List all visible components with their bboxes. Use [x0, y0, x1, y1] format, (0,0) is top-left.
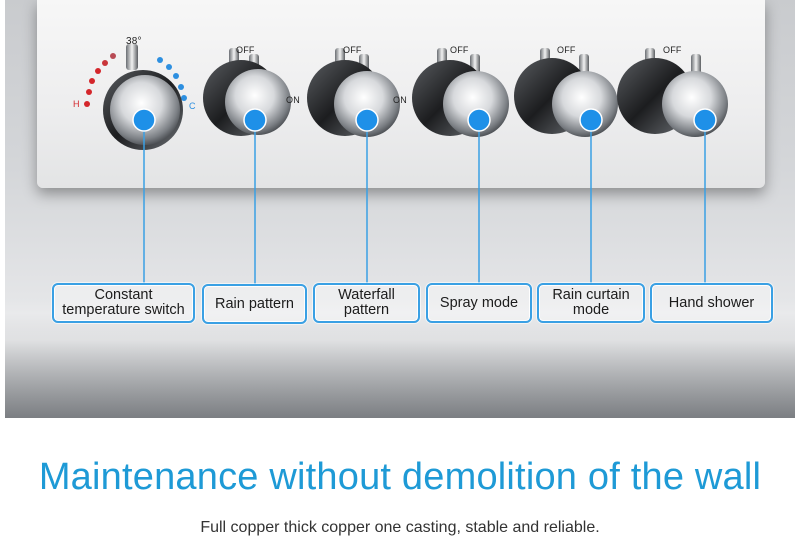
off-mark-2: OFF — [343, 45, 362, 55]
label-rain-pattern: Rain pattern — [202, 284, 307, 324]
temperature-mark: 38° — [126, 36, 142, 47]
off-mark-4: OFF — [557, 45, 576, 55]
label-rain-curtain-mode: Rain curtain mode — [537, 283, 645, 323]
on-mark-1: ON — [286, 95, 300, 105]
label-constant-temperature-switch: Constant temperature switch — [52, 283, 195, 323]
callout-dots — [132, 108, 717, 132]
product-photo: 38° H C OFF OFF OFF OFF OFF ON ON Consta… — [5, 0, 795, 418]
hot-mark: H — [73, 99, 80, 109]
label-hand-shower: Hand shower — [650, 283, 773, 323]
diverter-knob-4 — [514, 48, 618, 137]
headline: Maintenance without demolition of the wa… — [38, 456, 762, 498]
subline: Full copper thick copper one casting, st… — [200, 519, 600, 536]
off-mark-1: OFF — [236, 45, 255, 55]
thermostat-knob — [103, 44, 183, 150]
temperature-scale — [84, 53, 187, 107]
off-mark-5: OFF — [663, 45, 682, 55]
on-mark-2: ON — [393, 95, 407, 105]
label-waterfall-pattern: Waterfall pattern — [313, 283, 420, 323]
diverter-knob-2 — [307, 48, 400, 137]
cold-mark: C — [189, 101, 196, 111]
callout-lines — [143, 120, 706, 284]
diverter-knob-5 — [617, 48, 728, 137]
photo-floor-shadow — [5, 298, 795, 418]
label-spray-mode: Spray mode — [426, 283, 532, 323]
diverter-knob-3 — [412, 48, 509, 137]
off-mark-3: OFF — [450, 45, 469, 55]
knob-illustration — [84, 44, 728, 284]
